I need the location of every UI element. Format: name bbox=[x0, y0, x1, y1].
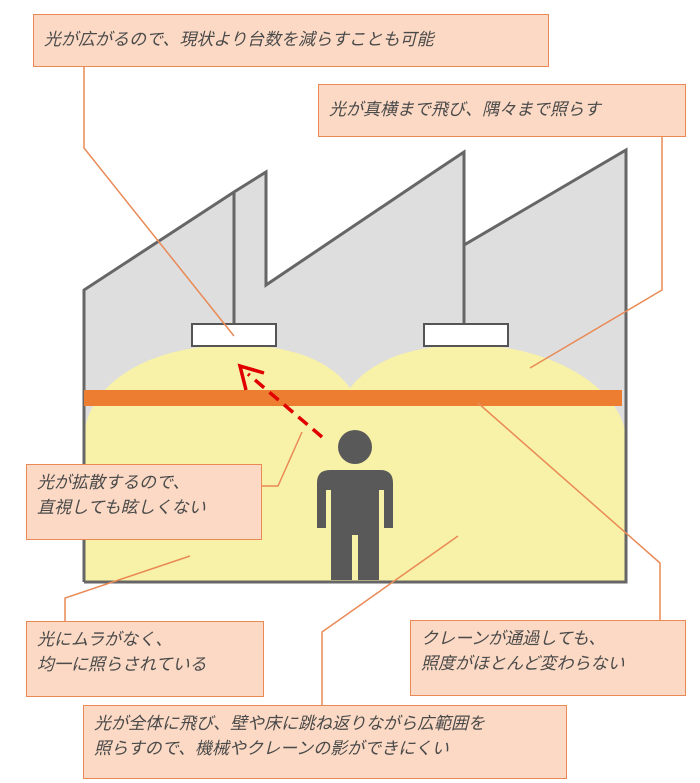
person-icon bbox=[317, 430, 393, 580]
callout-wall-reach: 光が真横まで飛び、隅々まで照らす bbox=[318, 84, 686, 137]
callout-uniform-line-2: 均一に照らされている bbox=[37, 655, 207, 675]
callout-no-glare-line-2: 直視しても眩しくない bbox=[37, 498, 206, 518]
crane-beam bbox=[84, 390, 622, 406]
callout-uniform-line-1: 光にムラがなく、 bbox=[37, 630, 173, 650]
callout-no-shadow-line-1: 光が全体に飛び、壁や床に跳ね返りながら広範囲を bbox=[94, 714, 485, 734]
callout-crane-line-2: 照度がほとんど変わらない bbox=[421, 654, 625, 674]
callout-crane: クレーンが通過しても、 照度がほとんど変わらない bbox=[410, 620, 686, 696]
leader-lines bbox=[64, 66, 663, 706]
callout-wall-reach-line-1: 光が真横まで飛び、隅々まで照らす bbox=[329, 100, 601, 120]
callout-no-shadow: 光が全体に飛び、壁や床に跳ね返りながら広範囲を 照らすので、機械やクレーンの影が… bbox=[83, 705, 567, 779]
light-fixture-right bbox=[423, 323, 509, 347]
callout-fixture-count: 光が広がるので、現状より台数を減らすことも可能 bbox=[33, 14, 549, 67]
building-outline bbox=[82, 147, 628, 584]
callout-fixture-count-line-1: 光が広がるので、現状より台数を減らすことも可能 bbox=[44, 30, 434, 50]
dashed-arrow-icon bbox=[237, 363, 324, 439]
callout-no-glare-line-1: 光が拡散するので、 bbox=[37, 473, 190, 493]
callout-no-shadow-line-2: 照らすので、機械やクレーンの影ができにくい bbox=[94, 739, 449, 759]
callout-uniform: 光にムラがなく、 均一に照らされている bbox=[26, 621, 264, 697]
callout-no-glare: 光が拡散するので、 直視しても眩しくない bbox=[26, 464, 262, 540]
callout-crane-line-1: クレーンが通過しても、 bbox=[421, 629, 606, 649]
